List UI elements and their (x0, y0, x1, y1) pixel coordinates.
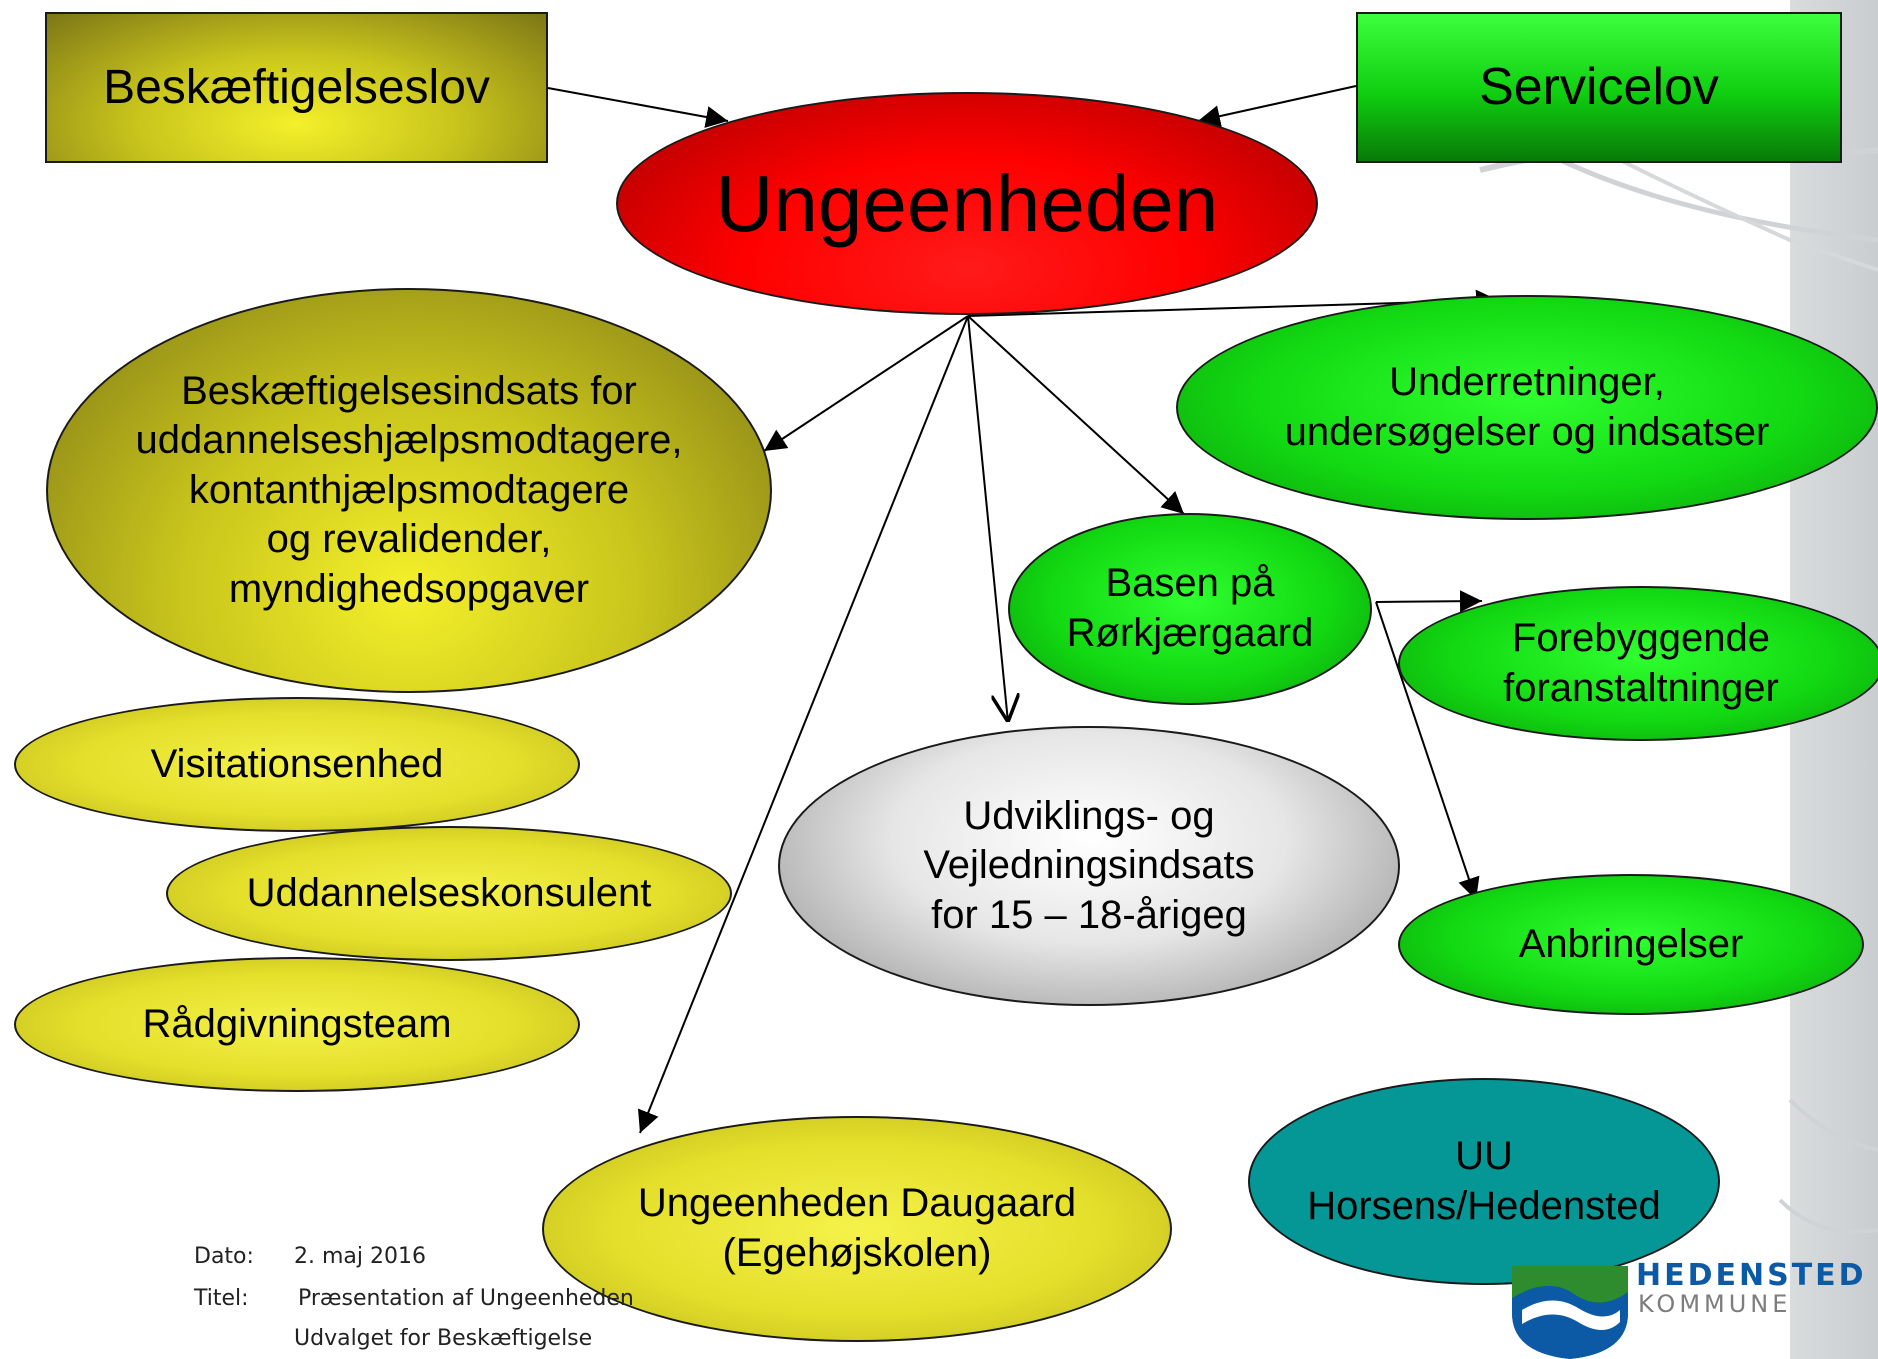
underretninger-text: Underretninger, undersøgelser og indsats… (1285, 358, 1770, 457)
daugaard-ellipse: Ungeenheden Daugaard (Egehøjskolen) (542, 1116, 1172, 1342)
udviklings-line: Udviklings- og (963, 793, 1215, 838)
beskaeftigelseslov-box: Beskæftigelseslov (45, 12, 548, 163)
arrow-servicelov (1197, 85, 1357, 127)
beskaeftigelsesindsats-ellipse: Beskæftigelsesindsats for uddannelseshjæ… (46, 288, 772, 693)
anbringelser-ellipse: Anbringelser (1398, 874, 1864, 1015)
visitationsenhed-ellipse: Visitationsenhed (14, 697, 580, 832)
underretninger-line: undersøgelser og indsatser (1284, 409, 1770, 454)
hedensted-kommune-logo-icon (1512, 1266, 1628, 1359)
arrow-to-basen (967, 315, 1185, 515)
arrow-to-udviklings (967, 315, 1008, 722)
forebyggende-line: Forebyggende (1512, 615, 1770, 660)
forebyggende-text: Forebyggende foranstaltninger (1503, 614, 1779, 713)
uu-ellipse: UU Horsens/Hedensted (1248, 1078, 1720, 1285)
arrow-beskaeftigelseslov (547, 87, 729, 128)
udviklings-text: Udviklings- og Vejledningsindsats for 15… (923, 792, 1254, 941)
anbringelser-label: Anbringelser (1518, 921, 1744, 966)
daugaard-line: (Egehøjskolen) (722, 1231, 992, 1275)
raadgivningsteam-label: Rådgivningsteam (142, 1001, 452, 1046)
basen-line: Basen på (1105, 561, 1275, 606)
ungeenheden-ellipse: Ungeenheden (616, 92, 1318, 315)
servicelov-box: Servicelov (1356, 12, 1842, 163)
forebyggende-line: foranstaltninger (1503, 665, 1779, 710)
footer-title-value: Præsentation af Ungeenheden (298, 1286, 634, 1311)
udviklings-ellipse: Udviklings- og Vejledningsindsats for 15… (778, 726, 1400, 1006)
footer-subtitle-value: Udvalget for Beskæftigelse (294, 1326, 593, 1351)
beskaeftigelsesindsats-line: kontanthjælpsmodtagere (188, 467, 630, 512)
daugaard-line: Ungeenheden Daugaard (637, 1181, 1077, 1226)
brand-name: HEDENSTED (1636, 1258, 1867, 1293)
arrow-to-daugaard (637, 315, 969, 1134)
footer-title-label: Titel: (194, 1286, 249, 1311)
udviklings-line: Vejledningsindsats (923, 843, 1255, 888)
raadgivningsteam-ellipse: Rådgivningsteam (14, 957, 580, 1092)
uu-text: UU Horsens/Hedensted (1307, 1132, 1661, 1231)
visitationsenhed-label: Visitationsenhed (150, 741, 444, 786)
beskaeftigelsesindsats-line: myndighedsopgaver (228, 566, 590, 611)
forebyggende-ellipse: Forebyggende foranstaltninger (1398, 586, 1878, 741)
uu-line: Horsens/Hedensted (1307, 1183, 1661, 1228)
beskaeftigelsesindsats-line: Beskæftigelsesindsats for (181, 368, 637, 413)
footer-date-value: 2. maj 2016 (294, 1244, 426, 1269)
servicelov-label: Servicelov (1479, 58, 1719, 117)
footer-date-label: Dato: (194, 1244, 254, 1269)
beskaeftigelsesindsats-line: uddannelseshjælpsmodtagere, (135, 418, 683, 463)
udviklings-line: for 15 – 18-årigeg (931, 892, 1247, 937)
uu-line: UU (1455, 1133, 1513, 1178)
basen-ellipse: Basen på Rørkjærgaard (1008, 513, 1372, 705)
beskaeftigelsesindsats-line: og revalidender, (266, 517, 552, 562)
brand-subname: KOMMUNE (1638, 1290, 1792, 1318)
beskaeftigelseslov-label: Beskæftigelseslov (103, 60, 490, 114)
underretninger-ellipse: Underretninger, undersøgelser og indsats… (1176, 295, 1878, 520)
ungeenheden-label: Ungeenheden (715, 158, 1219, 248)
arrow-to-forebyggende (1375, 590, 1483, 613)
underretninger-line: Underretninger, (1389, 359, 1665, 404)
arrow-to-beskaeftigelsesindsats (763, 315, 969, 452)
arrow-to-anbringelser (1375, 601, 1480, 901)
uddannelseskonsulent-ellipse: Uddannelseskonsulent (166, 826, 732, 961)
uddannelseskonsulent-label: Uddannelseskonsulent (246, 870, 652, 915)
daugaard-text: Ungeenheden Daugaard (Egehøjskolen) (638, 1179, 1076, 1278)
beskaeftigelsesindsats-text: Beskæftigelsesindsats for uddannelseshjæ… (135, 367, 682, 615)
basen-text: Basen på Rørkjærgaard (1067, 559, 1314, 658)
basen-line: Rørkjærgaard (1066, 611, 1314, 655)
